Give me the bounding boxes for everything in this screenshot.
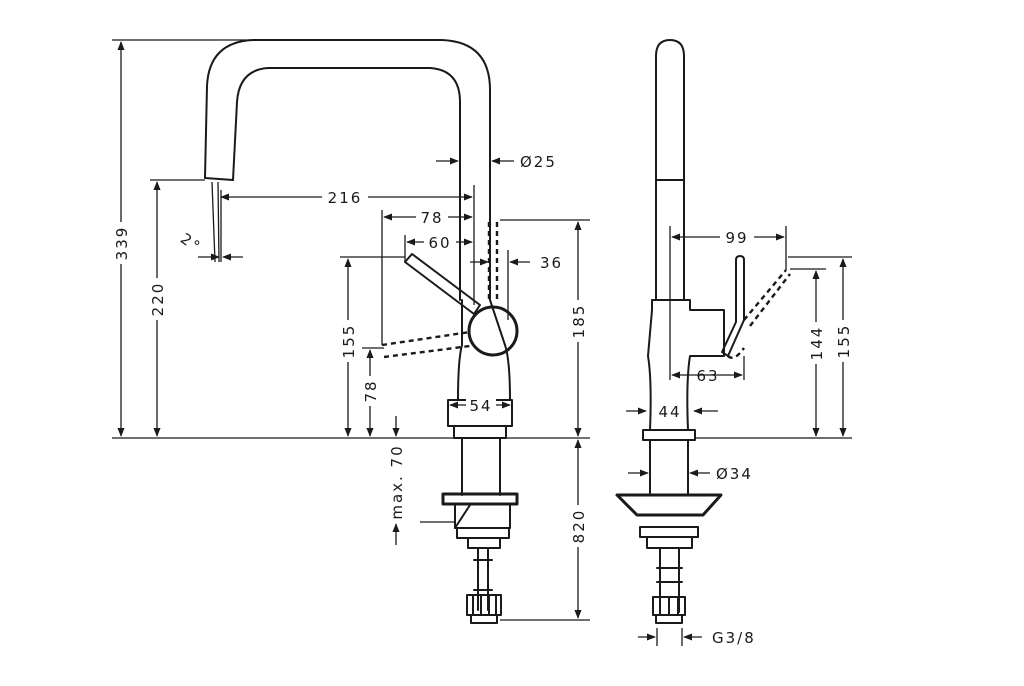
mount-plate: [441, 492, 519, 506]
lever-open-position: [381, 330, 471, 359]
dimension-labels: 339 220 216 2° 78 60 Ø25 36 155 78 max. …: [112, 153, 853, 647]
label-lever-reach: 78: [420, 209, 443, 227]
label-thread: G3/8: [712, 629, 756, 647]
label-lever-low: 78: [362, 379, 380, 402]
shank: [461, 437, 501, 496]
side-lever-open: [727, 269, 791, 359]
label-max-counter: max. 70: [388, 444, 406, 519]
label-reach: 216: [328, 189, 363, 207]
label-side-body: 63: [696, 367, 719, 385]
label-shank-dia: Ø34: [716, 465, 753, 483]
side-base-ring: [642, 429, 696, 441]
faucet-body: [457, 299, 511, 401]
side-lever: [721, 255, 745, 357]
label-base-width: 54: [469, 397, 492, 415]
label-handle-gap: 36: [540, 254, 563, 272]
label-spout-angle: 2°: [177, 229, 205, 256]
lever-handle: [404, 253, 481, 315]
label-side-neck: 44: [658, 403, 681, 421]
label-side-lever-low: 144: [808, 326, 826, 361]
spout-inner: [232, 67, 461, 301]
label-body-height: 185: [570, 304, 588, 339]
side-mount-plate: [615, 493, 723, 517]
label-side-reach: 99: [725, 229, 748, 247]
side-supply-hose: [656, 547, 683, 613]
side-spout: [655, 39, 685, 301]
label-spout-height: 220: [149, 282, 167, 317]
label-lever-height: 155: [340, 324, 358, 359]
water-stream: [211, 181, 216, 263]
label-hose-length: 820: [570, 509, 588, 544]
label-side-lever-high: 155: [835, 324, 853, 359]
spout-outline: [204, 39, 491, 301]
label-height-total: 339: [113, 226, 131, 261]
supply-hose: [473, 547, 493, 611]
lever-hub: [467, 305, 519, 357]
label-lever-offset: 60: [428, 234, 451, 252]
label-spout-dia: Ø25: [520, 153, 557, 171]
